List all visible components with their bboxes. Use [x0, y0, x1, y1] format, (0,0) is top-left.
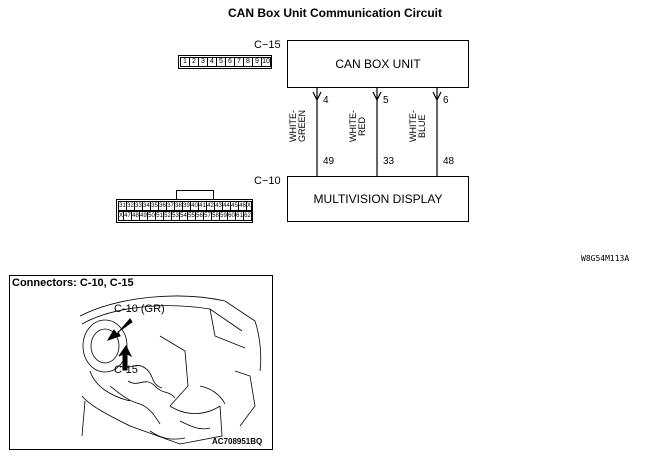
c10-arrow — [106, 318, 133, 341]
can-box-unit-label: CAN BOX UNIT — [335, 57, 421, 71]
wire-2-color: WHITE- RED — [348, 110, 367, 142]
c15-pin: 10 — [261, 57, 271, 67]
wire-1-bottom-pin: 49 — [323, 156, 335, 167]
photo-reference-code: AC708951BQ — [212, 437, 263, 446]
multivision-display-block: MULTIVISION DISPLAY — [287, 176, 469, 222]
wire-3-bottom-pin: 48 — [443, 156, 455, 167]
wire-1-color: WHITE- GREEN — [288, 110, 307, 143]
diagram-code: W8G54M113A — [581, 254, 630, 263]
photo-c15-label: C-15 — [114, 364, 138, 376]
wire-1-top-pin: 4 — [323, 95, 329, 106]
connector-location-figure: Connectors: C-10, C-15 — [9, 275, 273, 450]
wire-3-top-pin: 6 — [443, 95, 449, 106]
c10-latch — [176, 190, 214, 200]
wire-3-top-hook — [432, 91, 442, 102]
c10-pin: 62 — [243, 211, 252, 221]
multivision-display-label: MULTIVISION DISPLAY — [313, 192, 443, 206]
photo-title: Connectors: C-10, C-15 — [12, 277, 134, 289]
dashboard-illustration — [79, 295, 262, 445]
wire-1-color-line2: GREEN — [297, 110, 307, 143]
wire-1-top-hook — [312, 91, 322, 102]
wire-2-top-hook — [372, 91, 382, 102]
c10-label: C−10 — [254, 175, 281, 187]
wire-2-top-pin: 5 — [383, 95, 389, 106]
c15-label: C−15 — [254, 39, 281, 51]
wire-3-color-line2: BLUE — [417, 114, 427, 138]
c10-row-upper-end: X — [246, 201, 252, 211]
diagram-title: CAN Box Unit Communication Circuit — [227, 6, 442, 20]
can-box-unit-block: CAN BOX UNIT — [287, 40, 469, 88]
wire-2-bottom-pin: 33 — [383, 156, 395, 167]
wire-3-color: WHITE- BLUE — [408, 110, 427, 142]
wire-2-color-line2: RED — [357, 116, 367, 136]
c15-arrow — [118, 345, 133, 371]
photo-c10-label: C-10 (GR) — [114, 303, 165, 315]
